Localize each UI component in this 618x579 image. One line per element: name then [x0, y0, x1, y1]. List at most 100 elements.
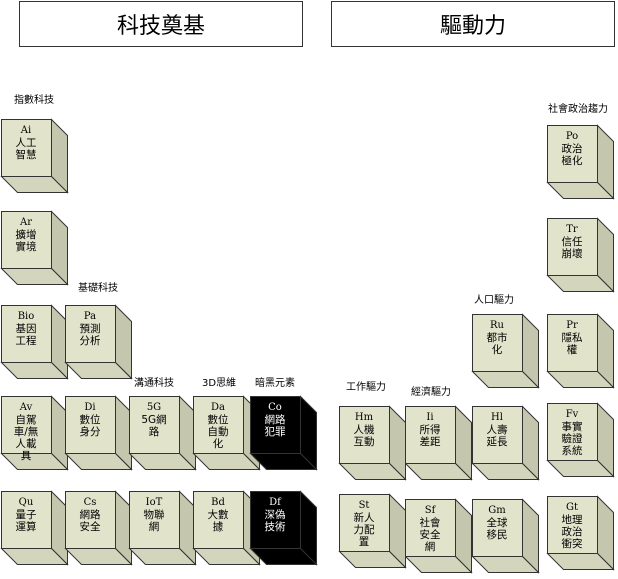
block-name: 隱私 權 — [561, 332, 583, 356]
block-front-face — [129, 396, 180, 454]
block-front-face — [472, 314, 523, 372]
block-code: IoT — [145, 497, 163, 508]
block-name: 人機 互動 — [353, 424, 375, 448]
block-name: 大數 據 — [207, 509, 229, 533]
block-name: 5G網 路 — [141, 414, 167, 438]
block-front-face — [547, 314, 598, 372]
block-name: 人壽 延長 — [486, 424, 508, 448]
block-name: 社會 安全 網 — [419, 517, 441, 553]
block-code: Hm — [354, 412, 374, 423]
header-driving-forces: 驅動力 — [331, 1, 615, 47]
label-index-tech: 指數科技 — [14, 95, 54, 106]
block-code: Cs — [83, 497, 97, 508]
block-code: Ai — [20, 125, 32, 136]
block-code: Gm — [488, 505, 506, 516]
label-work: 工作驅力 — [346, 382, 386, 393]
block-name: 物聯 網 — [143, 509, 165, 533]
block-shape — [471, 313, 540, 389]
block-front-face — [193, 396, 244, 454]
block-name: 新人 力配 置 — [353, 512, 375, 548]
label-dark-elements: 暗黑元素 — [255, 378, 295, 389]
block-shape — [0, 395, 69, 471]
block-code: Pa — [83, 311, 97, 322]
block-shape — [0, 210, 69, 286]
block-front-face — [547, 403, 598, 461]
block-front-face — [250, 491, 301, 549]
block-front-face — [1, 396, 52, 454]
block-code: Da — [211, 402, 225, 413]
label-base-tech: 基礎科技 — [78, 283, 118, 294]
block-name: 深偽 技術 — [264, 509, 286, 533]
block-shape — [404, 405, 473, 481]
block-front-face — [547, 218, 598, 276]
block-front-face — [1, 211, 52, 269]
block-front-face — [193, 491, 244, 549]
block-code: Fv — [565, 409, 579, 420]
block-front-face — [547, 496, 598, 554]
block-front-face — [65, 396, 116, 454]
block-code: Co — [268, 402, 282, 413]
block-shape — [249, 395, 318, 471]
block-code: Tr — [566, 224, 578, 235]
block-shape — [546, 402, 615, 478]
block-front-face — [65, 491, 116, 549]
block-front-face — [65, 305, 116, 363]
block-name: 政治 極化 — [561, 143, 583, 167]
block-code: Di — [84, 402, 96, 413]
block-shape — [471, 498, 540, 574]
label-3d-thinking: 3D思維 — [202, 378, 237, 389]
block-name: 擴增 實境 — [15, 229, 37, 253]
block-front-face — [339, 406, 390, 464]
block-shape — [471, 405, 540, 481]
block-name: 全球 移民 — [486, 517, 508, 541]
header-tech-foundation: 科技奠基 — [19, 1, 303, 47]
block-name: 自駕 車/無 人載 具 — [13, 414, 39, 462]
block-name: 網路 犯罪 — [264, 414, 286, 438]
block-front-face — [250, 396, 301, 454]
block-shape — [64, 395, 133, 471]
block-shape — [546, 217, 615, 293]
block-front-face — [1, 305, 52, 363]
block-name: 基因 工程 — [15, 323, 37, 347]
block-front-face — [472, 406, 523, 464]
label-comm-tech: 溝通科技 — [134, 378, 174, 389]
block-shape — [249, 490, 318, 566]
label-social-politics: 社會政治趨力 — [548, 104, 608, 115]
block-name: 事實 驗證 系統 — [561, 421, 583, 457]
block-shape — [404, 498, 473, 574]
block-shape — [338, 405, 407, 481]
block-front-face — [1, 119, 52, 177]
label-population: 人口驅力 — [474, 295, 514, 306]
